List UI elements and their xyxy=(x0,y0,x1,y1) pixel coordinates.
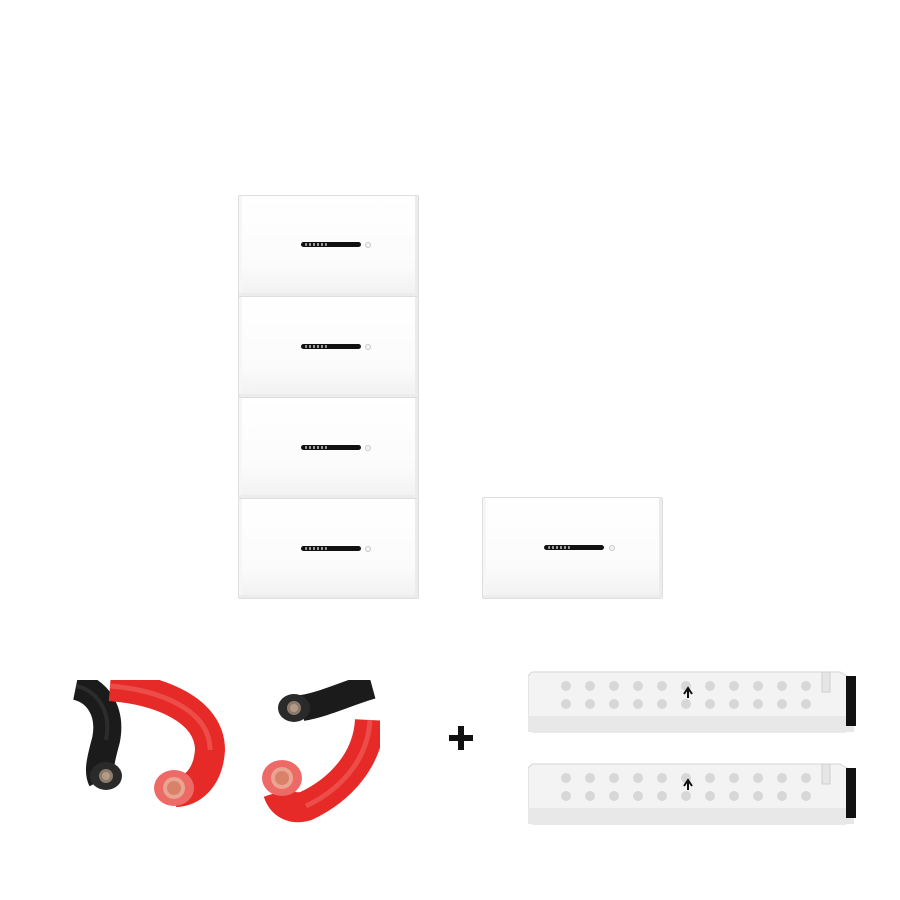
module-indicator-bar xyxy=(544,545,604,550)
module-indicator-bar xyxy=(301,445,361,450)
power-cables-image xyxy=(72,680,380,823)
mounting-base-bottom xyxy=(528,763,856,825)
plus-icon xyxy=(449,726,473,750)
power-button-icon xyxy=(365,445,371,451)
black-cable-right xyxy=(299,680,376,721)
battery-module-single xyxy=(482,497,663,599)
battery-module-4 xyxy=(238,498,419,599)
module-indicator-bar xyxy=(301,242,361,247)
module-indicator-bar xyxy=(301,546,361,551)
power-button-icon xyxy=(365,344,371,350)
mounting-base-top xyxy=(528,671,856,733)
power-button-icon xyxy=(609,545,615,551)
power-button-icon xyxy=(365,546,371,552)
battery-module-2 xyxy=(238,296,419,398)
module-indicator-bar xyxy=(301,344,361,349)
power-button-icon xyxy=(365,242,371,248)
battery-module-3 xyxy=(238,397,419,499)
battery-module-1 xyxy=(238,195,419,297)
